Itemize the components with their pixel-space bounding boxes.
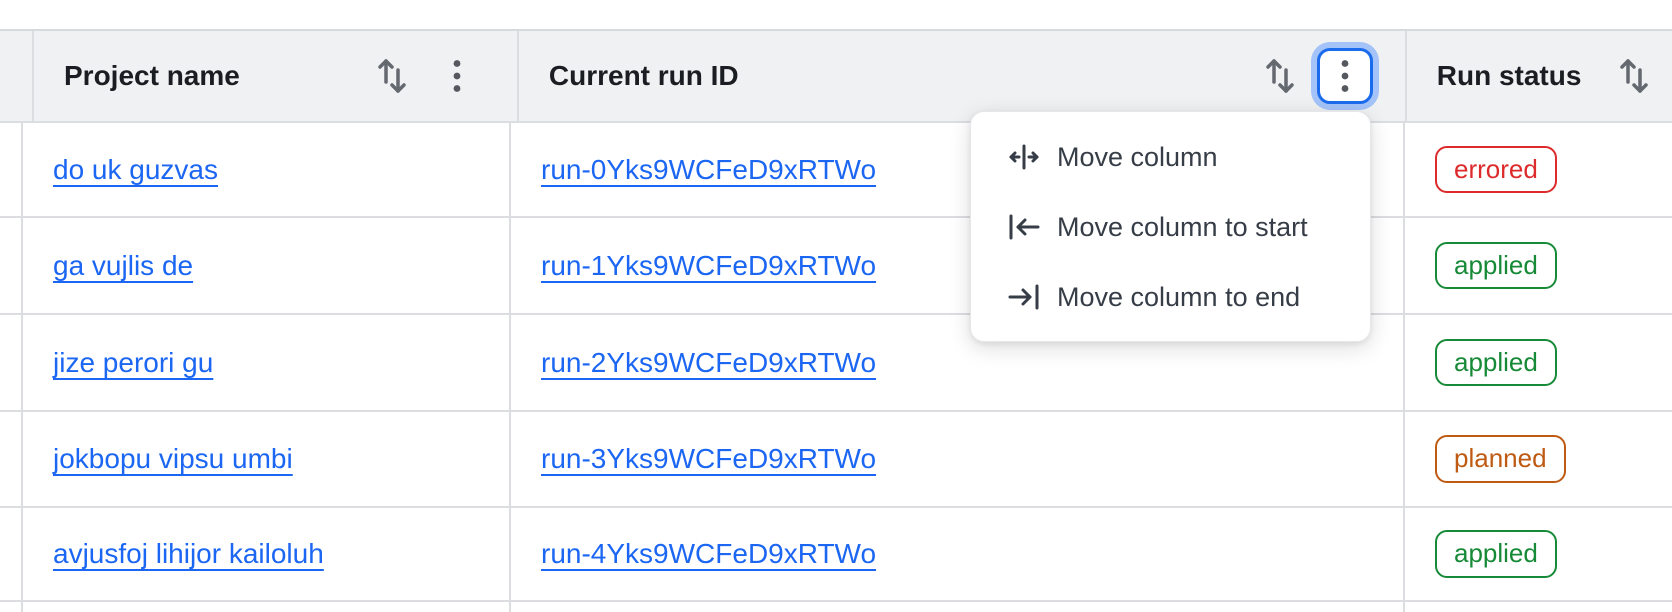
status-badge: applied xyxy=(1435,241,1557,290)
run-id-cell: run-4Yks9WCFeD9xRTWo xyxy=(511,508,1405,600)
gutter-cell xyxy=(0,508,23,600)
table-row: ga vujlis de run-1Yks9WCFeD9xRTWo applie… xyxy=(0,218,1672,315)
column-title: Current run ID xyxy=(548,60,739,91)
run-id-cell: run-0Yks9WCFeD9xRTWo xyxy=(511,123,1405,216)
projects-table: Project name xyxy=(0,29,1672,612)
run-status-cell: applied xyxy=(1405,218,1672,313)
sort-arrows-icon xyxy=(1265,56,1295,96)
menu-item-move-column-to-start[interactable]: Move column to start xyxy=(971,192,1370,262)
table-row: avjusfoj lihijor kailoluh run-4Yks9WCFeD… xyxy=(0,508,1672,602)
run-id-link[interactable]: run-0Yks9WCFeD9xRTWo xyxy=(541,153,877,185)
move-column-icon xyxy=(1007,142,1041,172)
menu-item-label: Move column xyxy=(1057,141,1218,172)
column-options-button-project-name[interactable] xyxy=(429,48,485,104)
menu-item-label: Move column to end xyxy=(1057,281,1301,312)
sort-button-project-name[interactable] xyxy=(377,56,407,96)
status-badge: planned xyxy=(1435,435,1566,483)
column-header-project-name: Project name xyxy=(34,31,519,121)
run-status-cell: applied xyxy=(1405,315,1672,410)
project-link[interactable]: jokbopu vipsu umbi xyxy=(53,443,293,474)
run-id-link[interactable]: run-4Yks9WCFeD9xRTWo xyxy=(541,538,877,569)
run-id-cell: run-2Yks9WCFeD9xRTWo xyxy=(511,315,1405,410)
run-status-cell: planned xyxy=(1405,412,1672,506)
run-status-cell xyxy=(1405,602,1672,612)
column-options-menu: Move column Move column to start Move co… xyxy=(970,111,1371,342)
gutter-cell xyxy=(0,412,23,506)
project-name-cell xyxy=(23,602,511,612)
sort-button-current-run-id[interactable] xyxy=(1265,56,1295,96)
menu-item-move-column-to-end[interactable]: Move column to end xyxy=(971,262,1370,332)
project-link[interactable]: jize perori gu xyxy=(53,346,214,378)
project-name-cell: ga vujlis de xyxy=(23,218,511,313)
table-row: jokbopu vipsu umbi run-3Yks9WCFeD9xRTWo … xyxy=(0,412,1672,508)
menu-item-move-column[interactable]: Move column xyxy=(971,122,1370,192)
run-id-cell: run-1Yks9WCFeD9xRTWo xyxy=(511,218,1405,313)
menu-item-label: Move column to start xyxy=(1057,211,1308,242)
sort-arrows-icon xyxy=(1619,56,1649,96)
gutter-cell xyxy=(0,218,23,313)
sort-arrows-icon xyxy=(377,56,407,96)
project-link[interactable]: ga vujlis de xyxy=(53,249,194,281)
kebab-icon xyxy=(1341,59,1349,93)
project-name-cell: jokbopu vipsu umbi xyxy=(23,412,511,506)
table-header-row: Project name xyxy=(0,29,1672,123)
run-id-cell xyxy=(511,602,1405,612)
status-badge: applied xyxy=(1435,338,1557,387)
column-title: Run status xyxy=(1436,60,1582,91)
gutter-cell xyxy=(0,602,23,612)
table-row: do uk guzvas run-0Yks9WCFeD9xRTWo errore… xyxy=(0,123,1672,218)
project-link[interactable]: avjusfoj lihijor kailoluh xyxy=(53,538,324,569)
project-name-cell: avjusfoj lihijor kailoluh xyxy=(23,508,511,600)
column-header-run-status: Run status xyxy=(1407,31,1672,121)
project-name-cell: jize perori gu xyxy=(23,315,511,410)
run-status-cell: applied xyxy=(1405,508,1672,600)
run-id-link[interactable]: run-2Yks9WCFeD9xRTWo xyxy=(541,346,877,378)
column-title: Project name xyxy=(64,60,240,91)
move-column-to-end-icon xyxy=(1007,282,1041,312)
table-row-partial xyxy=(0,602,1672,612)
table-row: jize perori gu run-2Yks9WCFeD9xRTWo appl… xyxy=(0,315,1672,412)
column-options-button-current-run-id[interactable] xyxy=(1316,48,1373,104)
run-id-cell: run-3Yks9WCFeD9xRTWo xyxy=(511,412,1405,506)
kebab-icon xyxy=(453,59,461,93)
gutter-cell xyxy=(0,123,23,216)
status-badge: errored xyxy=(1435,145,1557,194)
status-badge: applied xyxy=(1435,530,1557,578)
gutter-cell xyxy=(0,315,23,410)
run-status-cell: errored xyxy=(1405,123,1672,216)
run-id-link[interactable]: run-3Yks9WCFeD9xRTWo xyxy=(541,443,877,474)
header-gutter-cell xyxy=(0,31,34,121)
sort-button-run-status[interactable] xyxy=(1619,56,1649,96)
run-id-link[interactable]: run-1Yks9WCFeD9xRTWo xyxy=(541,249,877,281)
column-header-current-run-id: Current run ID xyxy=(519,31,1407,121)
project-name-cell: do uk guzvas xyxy=(23,123,511,216)
project-link[interactable]: do uk guzvas xyxy=(53,153,218,185)
move-column-to-start-icon xyxy=(1007,212,1041,242)
